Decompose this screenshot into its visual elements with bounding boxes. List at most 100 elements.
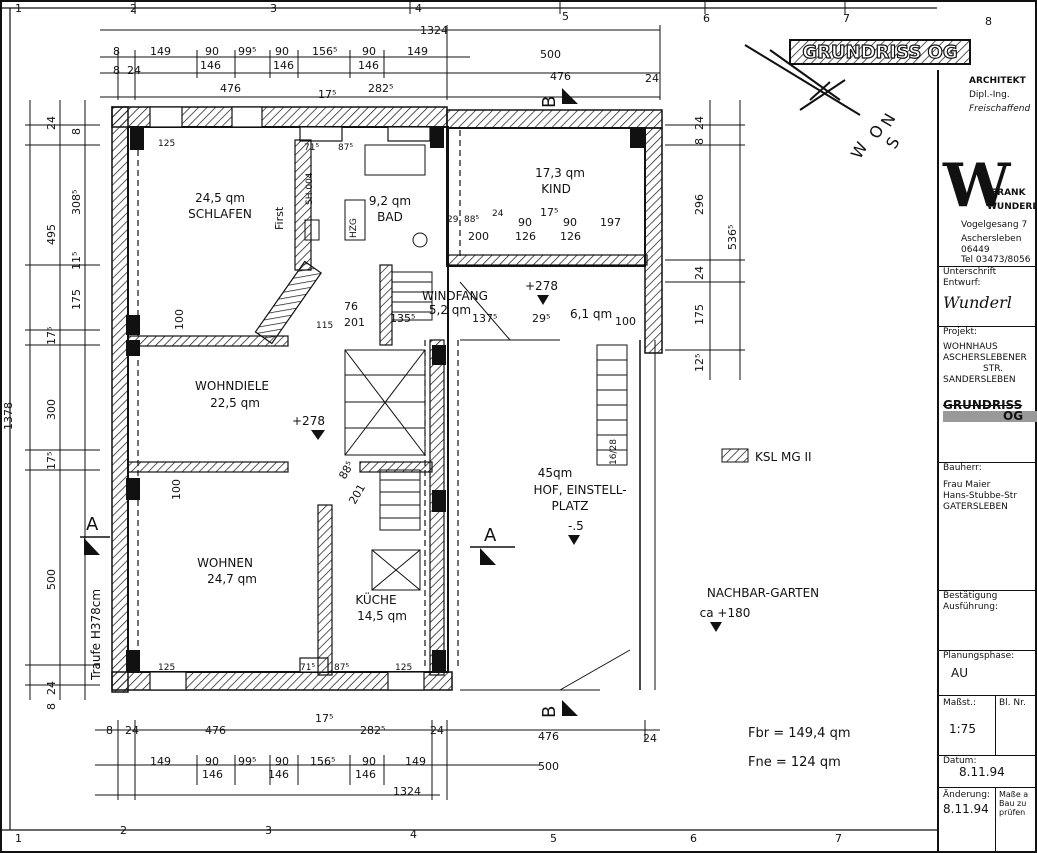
dim-top-r1-7: 149: [407, 45, 428, 58]
dim-top-r2-0: 8: [113, 64, 120, 77]
firm-role-1: ARCHITEKT: [969, 76, 1026, 86]
room-wohndiele-name: WOHNDIELE: [195, 379, 269, 393]
dim-right-2: 296: [693, 194, 706, 215]
dim-inner-26: 125: [395, 663, 412, 673]
dim-inner-25: 87⁵: [334, 663, 349, 673]
inner-wall-outline: [127, 126, 646, 673]
section-label-a-left: A: [86, 514, 99, 535]
aenderung-value: 8.11.94: [943, 802, 989, 816]
dim-bot-r2-3: 90: [275, 755, 289, 768]
dim-top-r2-5: 500: [540, 48, 561, 61]
hzg-label: HZG: [349, 218, 359, 238]
dim-inner-16: 135⁵: [390, 312, 415, 325]
frame-num-top-5: 5: [562, 10, 569, 23]
dim-lines-bottom: [95, 720, 660, 800]
dim-bot-r1-6: 476: [538, 730, 559, 743]
projekt-line-2: ASCHERSLEBENER: [943, 353, 1027, 363]
room-schlafen-name: SCHLAFEN: [188, 207, 252, 221]
bauherr-line-2: Hans-Stubbe-Str: [943, 491, 1018, 501]
bathroom-fixtures: [304, 144, 428, 248]
dim-top-r2-3: 17⁵: [318, 88, 336, 101]
dim-bot-r2b-2: 146: [355, 768, 376, 781]
dim-top-r2-6: 476: [550, 70, 571, 83]
frame-num-bottom-4: 4: [410, 828, 417, 841]
room-kueche-area: 14,5 qm: [357, 609, 407, 623]
dim-top-r1b-1: 146: [273, 59, 294, 72]
dim-top-r1-4: 90: [275, 45, 289, 58]
section-label-b-top: B: [539, 96, 560, 108]
dim-left-6: 17⁵: [45, 327, 58, 345]
dim-inner-4: 88⁵: [464, 215, 479, 225]
room-bad-name: BAD: [377, 210, 403, 224]
frame-num-bottom-6: 6: [690, 832, 697, 845]
massstab-value: 1:75: [949, 722, 976, 736]
ksl-legend-swatch: [721, 448, 749, 463]
dim-inner-14: 201: [344, 316, 365, 329]
dim-inner-1: 71⁵: [304, 143, 319, 153]
projekt-line-4: SANDERSLEBEN: [943, 375, 1016, 385]
room-nachbar-level: ca +180: [700, 606, 751, 620]
dim-bot-r2-2: 99⁵: [238, 755, 256, 768]
title-block: ARCHITEKT Dipl.-Ing. Freischaffend W FRA…: [937, 70, 1037, 853]
dim-bot-r1-4: 282⁵: [360, 724, 385, 737]
north-letter-w: W: [847, 139, 871, 162]
room-hof-area: 45qm: [538, 466, 573, 480]
dim-left-5: 175: [70, 289, 83, 310]
plan-title-1: GRUNDRISS: [943, 398, 1023, 412]
dim-top-r2-7: 24: [645, 72, 659, 85]
dim-top-r1-6: 90: [362, 45, 376, 58]
dim-bot-r2-4: 156⁵: [310, 755, 335, 768]
dim-left-3: 495: [45, 224, 58, 245]
dim-bot-r1-0: 8: [106, 724, 113, 737]
frame-num-top-3: 3: [270, 2, 277, 15]
dim-top-total: 1324: [420, 24, 448, 37]
dim-left-2: 308⁵: [70, 190, 83, 215]
title-block-phase: Planungsphase: AU: [939, 650, 1037, 695]
dim-left-4: 11⁵: [70, 252, 83, 270]
dim-top-r1-5: 156⁵: [312, 45, 337, 58]
dim-left-8: 17⁵: [45, 452, 58, 470]
frame-num-top-2: 2: [130, 2, 137, 15]
dim-right-1: 8: [693, 138, 706, 145]
bauherr-line-1: Frau Maier: [943, 480, 991, 490]
dim-wohnen-100: 100: [170, 479, 183, 500]
dim-bot-r2-1: 90: [205, 755, 219, 768]
masse-note: Maße a Bau zu prüfen: [999, 790, 1028, 817]
firm-role-3: Freischaffend: [969, 104, 1031, 114]
outer-walls: [111, 106, 663, 693]
room-bad-area: 9,2 qm: [369, 194, 411, 208]
dim-inner-9: 197: [600, 216, 621, 229]
section-markers: [80, 88, 578, 716]
dim-left-9: 1378: [2, 402, 15, 430]
section-label-b-bottom: B: [539, 706, 560, 718]
dim-inner-17: 137⁵: [472, 312, 497, 325]
masse-note-3: prüfen: [999, 808, 1026, 817]
bauherr-line-3: GATERSLEBEN: [943, 502, 1008, 512]
dim-bot-r2-0: 149: [150, 755, 171, 768]
traufe-label: Traufe H378cm: [89, 589, 103, 681]
dim-top-r1-1: 149: [150, 45, 171, 58]
dim-inner-10: 200: [468, 230, 489, 243]
dim-inner-15: 115: [316, 321, 333, 331]
aenderung-label: Änderung:: [943, 790, 990, 800]
ksl-legend-label: KSL MG II: [755, 450, 812, 464]
dim-bot-r2-6: 149: [405, 755, 426, 768]
dim-bot-r2-7: 500: [538, 760, 559, 773]
dim-inner-8: 90: [563, 216, 577, 229]
room-nachbar-name: NACHBAR-GARTEN: [707, 586, 819, 600]
bestaetigung-label: Bestätigung: [943, 591, 998, 601]
title-block-bauherr: Bauherr: Frau Maier Hans-Stubbe-Str GATE…: [939, 462, 1037, 590]
dim-top-r2-1: 24: [127, 64, 141, 77]
frame-num-top-6: 6: [703, 12, 710, 25]
firm-addr-1: Vogelgesang 7: [961, 220, 1028, 230]
room-kind-name: KIND: [541, 182, 571, 196]
dim-left-1: 8: [70, 128, 83, 135]
frame-num-bottom-5: 5: [550, 832, 557, 845]
datum-label: Datum:: [943, 756, 977, 766]
projekt-label: Projekt:: [943, 327, 978, 337]
first-label: First: [273, 206, 286, 230]
dim-lines-left: [25, 100, 100, 700]
room-wohnen-area: 24,7 qm: [207, 572, 257, 586]
dim-top-r1b-2: 146: [358, 59, 379, 72]
